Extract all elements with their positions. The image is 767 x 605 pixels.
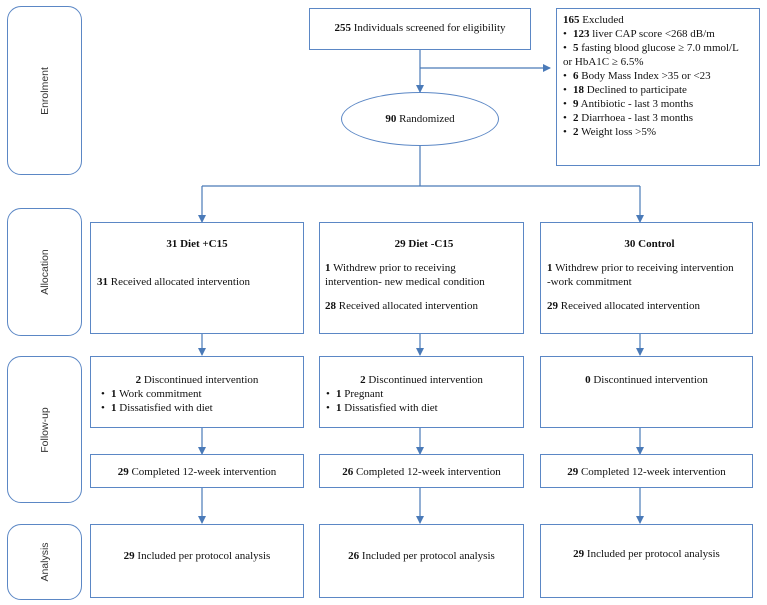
stage-followup: Follow-up xyxy=(7,356,82,503)
arm1-fu-item: 1 Work commitment xyxy=(101,387,303,401)
allocation-box-arm3: 30 Control 1 Withdrew prior to receiving… xyxy=(540,222,753,334)
excluded-reason-item: or HbA1C ≥ 6.5% xyxy=(563,56,644,68)
followup-box-arm2: 2 Discontinued intervention 1 Pregnant 1… xyxy=(319,356,524,428)
arm1-received: 31 Received allocated intervention xyxy=(97,276,251,288)
arm3-received: 29 Received allocated intervention xyxy=(547,300,701,312)
excluded-box: 165 Excluded 123 liver CAP score <268 dB… xyxy=(556,8,760,166)
completed-box-arm2: 26 Completed 12-week intervention xyxy=(319,454,524,488)
stage-analysis-label: Analysis xyxy=(38,542,51,582)
arm1-title: 31 Diet +C15 xyxy=(91,237,303,251)
allocation-box-arm1: 31 Diet +C15 31 Received allocated inter… xyxy=(90,222,304,334)
stage-allocation: Allocation xyxy=(7,208,82,336)
excluded-reason-item: 6 Body Mass Index >35 or <23 xyxy=(563,69,759,83)
followup-box-arm1: 2 Discontinued intervention 1 Work commi… xyxy=(90,356,304,428)
stage-analysis: Analysis xyxy=(7,524,82,600)
arm1-count: 31 xyxy=(166,238,178,250)
excluded-header: 165 Excluded xyxy=(563,13,759,27)
arm1-name: Diet +C15 xyxy=(180,238,228,250)
arm3-withdrew: 1 Withdrew prior to receiving interventi… xyxy=(547,262,734,288)
excluded-count: 165 xyxy=(563,14,580,26)
excluded-text: Excluded xyxy=(582,14,624,26)
randomized-count: 90 xyxy=(385,113,397,125)
excluded-reason-item: 2 Diarrhoea - last 3 months xyxy=(563,111,759,125)
arm2-fu-item: 1 Dissatisfied with diet xyxy=(326,401,523,415)
allocation-box-arm2: 29 Diet -C15 1 Withdrew prior to receivi… xyxy=(319,222,524,334)
arm2-withdrew: 1 Withdrew prior to receiving interventi… xyxy=(325,262,485,288)
excluded-reason-item: 5 fasting blood glucose ≥ 7.0 mmol/L xyxy=(563,41,759,55)
arm2-count: 29 xyxy=(394,238,406,250)
arm2-received: 28 Received allocated intervention xyxy=(325,300,479,312)
arm3-name: Control xyxy=(638,238,675,250)
screened-count: 255 xyxy=(334,22,351,34)
excluded-reasons-list: 123 liver CAP score <268 dB/m5 fasting b… xyxy=(563,27,759,139)
excluded-reason-item: 2 Weight loss >5% xyxy=(563,125,759,139)
screened-text: Individuals screened for eligibility xyxy=(353,22,506,34)
excluded-reason-item: 18 Declined to participate xyxy=(563,83,759,97)
arm2-title: 29 Diet -C15 xyxy=(325,237,523,251)
arm3-count: 30 xyxy=(624,238,636,250)
analysis-box-arm2: 26 Included per protocol analysis xyxy=(319,524,524,598)
arm3-title: 30 Control xyxy=(547,237,752,251)
arm1-fu-item: 1 Dissatisfied with diet xyxy=(101,401,303,415)
arm1-discontinued: 2 Discontinued intervention xyxy=(135,374,259,386)
arm2-fu-item: 1 Pregnant xyxy=(326,387,523,401)
excluded-reason-item: 9 Antibiotic - last 3 months xyxy=(563,97,759,111)
screened-box: 255 Individuals screened for eligibility xyxy=(309,8,531,50)
analysis-box-arm1: 29 Included per protocol analysis xyxy=(90,524,304,598)
stage-followup-label: Follow-up xyxy=(38,406,51,453)
completed-box-arm3: 29 Completed 12-week intervention xyxy=(540,454,753,488)
stage-allocation-label: Allocation xyxy=(38,249,51,295)
arm2-fu-list: 1 Pregnant 1 Dissatisfied with diet xyxy=(320,387,523,415)
analysis-box-arm3: 29 Included per protocol analysis xyxy=(540,524,753,598)
completed-box-arm1: 29 Completed 12-week intervention xyxy=(90,454,304,488)
followup-box-arm3: 0 Discontinued intervention xyxy=(540,356,753,428)
excluded-reason-item: 123 liver CAP score <268 dB/m xyxy=(563,27,759,41)
arm1-fu-list: 1 Work commitment 1 Dissatisfied with di… xyxy=(91,387,303,415)
randomized-ellipse: 90 Randomized xyxy=(341,92,499,146)
arm3-discontinued: 0 Discontinued intervention xyxy=(585,374,708,386)
stage-enrollment: Enrolment xyxy=(7,6,82,175)
stage-enrollment-label: Enrolment xyxy=(38,66,51,115)
arm2-name: Diet -C15 xyxy=(408,238,454,250)
randomized-text: Randomized xyxy=(399,113,455,125)
arm2-discontinued: 2 Discontinued intervention xyxy=(360,374,483,386)
